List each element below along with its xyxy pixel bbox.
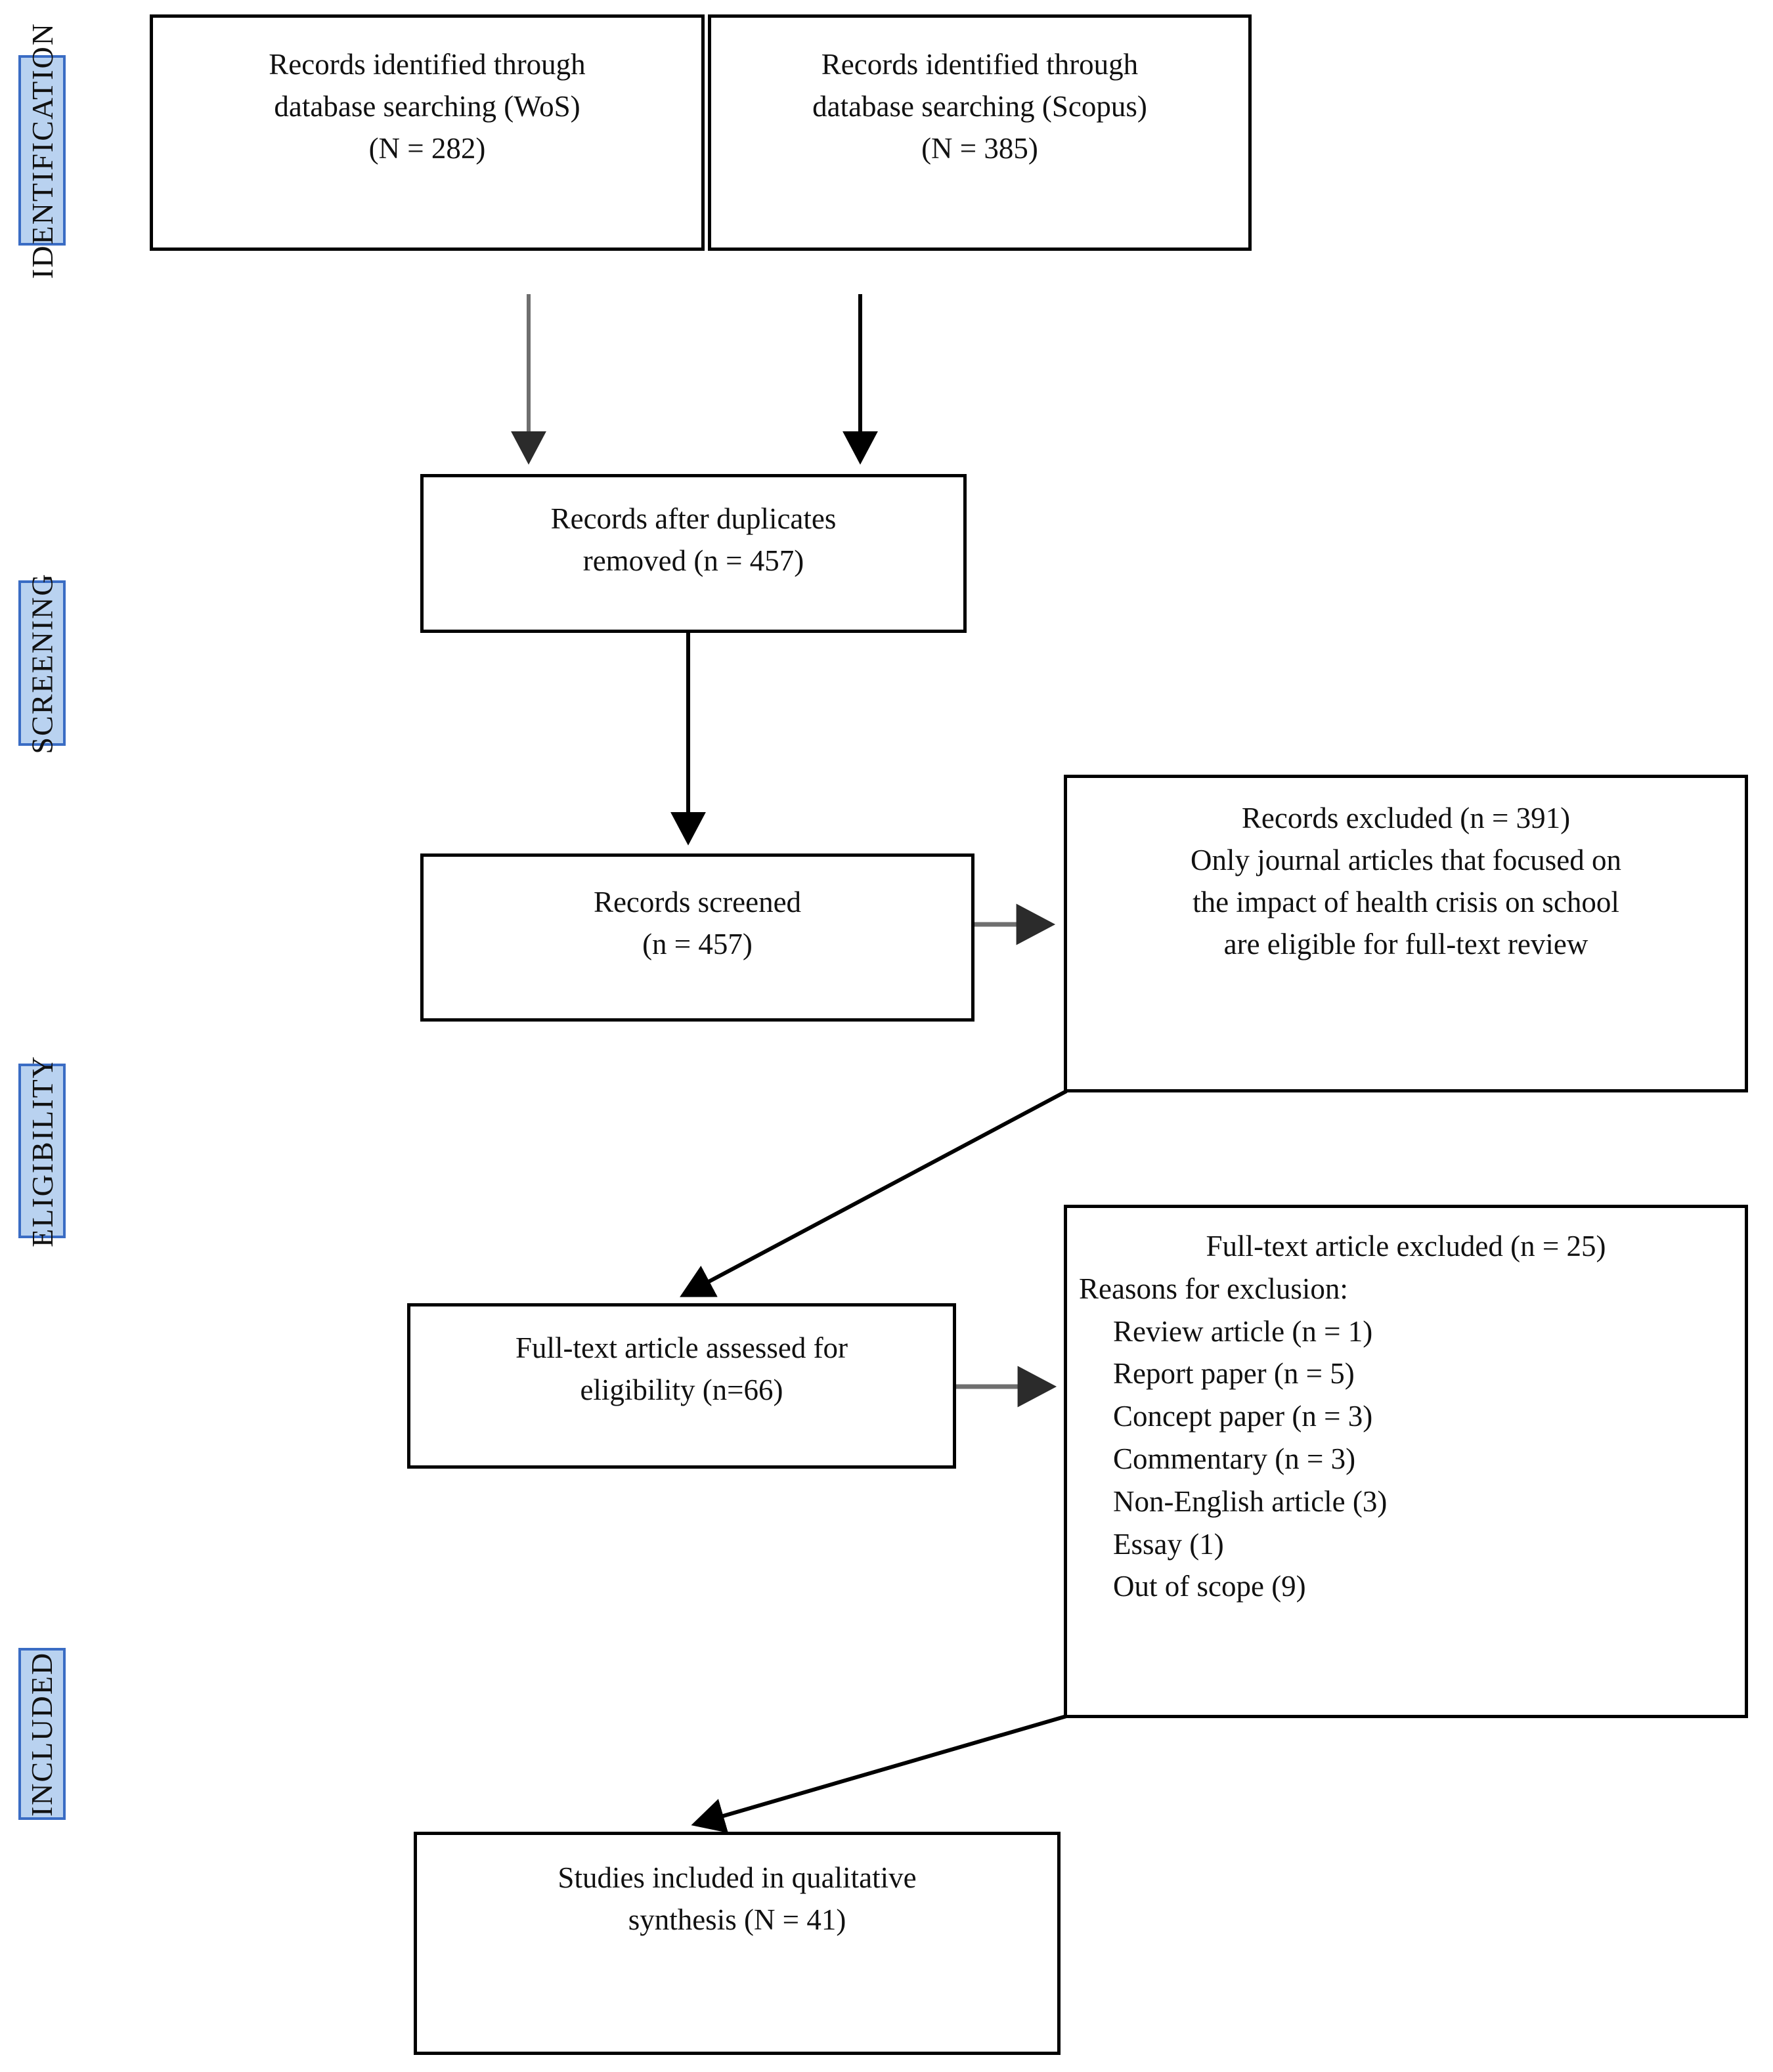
box-fulltext-excluded-title: Full-text article excluded (n = 25) — [1206, 1230, 1606, 1263]
box-records-excluded-count: Records excluded (n = 391) — [1241, 802, 1571, 834]
box-records-excluded: Records excluded (n = 391) Only journal … — [1064, 775, 1748, 1092]
box-assessed-count: eligibility (n=66) — [580, 1373, 783, 1406]
exclusion-reason-item: Out of scope (9) — [1113, 1570, 1306, 1603]
stage-label-screening-text: SCREENING — [25, 572, 59, 754]
box-fulltext-excluded-subtitle: Reasons for exclusion: — [1079, 1272, 1348, 1305]
stage-label-eligibility-text: ELIGIBILITY — [25, 1054, 59, 1247]
box-wos-count: (N = 282) — [368, 131, 486, 165]
stage-label-included-text: INCLUDED — [25, 1651, 59, 1817]
box-included-count: synthesis (N = 41) — [628, 1903, 846, 1936]
box-fulltext-excluded: Full-text article excluded (n = 25) Reas… — [1064, 1205, 1748, 1718]
exclusion-reason-item: Report paper (n = 5) — [1113, 1357, 1355, 1391]
stage-label-eligibility: ELIGIBILITY — [18, 1055, 66, 1247]
exclusion-reason-item: Commentary (n = 3) — [1113, 1442, 1356, 1475]
box-records-excluded-line3: the impact of health crisis on school — [1193, 885, 1619, 918]
stage-label-identification: IDENTIFICATION — [18, 22, 66, 278]
box-records-after-duplicates: Records after duplicates removed (n = 45… — [420, 474, 967, 633]
box-included-line1: Studies included in qualitative — [558, 1861, 917, 1894]
stage-label-identification-text: IDENTIFICATION — [25, 22, 59, 279]
box-scopus-count: (N = 385) — [921, 131, 1038, 165]
box-duplicates-line1: Records after duplicates — [550, 502, 837, 535]
box-scopus-line1: Records identified through — [821, 48, 1139, 81]
box-screened-count: (n = 457) — [642, 927, 753, 960]
exclusion-reason-item: Non-English article (3) — [1113, 1484, 1388, 1518]
box-wos-line2: database searching (WoS) — [274, 89, 580, 123]
exclusion-reason-item: Review article (n = 1) — [1113, 1314, 1373, 1348]
box-scopus-line2: database searching (Scopus) — [812, 89, 1147, 123]
box-wos-line1: Records identified through — [269, 48, 586, 81]
box-fulltext-assessed: Full-text article assessed for eligibili… — [407, 1303, 956, 1469]
box-studies-included: Studies included in qualitative synthesi… — [414, 1832, 1061, 2055]
box-duplicates-count: removed (n = 457) — [582, 544, 804, 577]
box-records-excluded-line4: are eligible for full-text review — [1223, 927, 1588, 960]
exclusion-reason-item: Concept paper (n = 3) — [1113, 1400, 1373, 1433]
box-records-screened: Records screened (n = 457) — [420, 853, 974, 1022]
box-records-identified-wos: Records identified through database sear… — [150, 14, 705, 251]
exclusion-reason-item: Essay (1) — [1113, 1527, 1224, 1561]
stage-label-screening: SCREENING — [18, 572, 66, 754]
stage-label-included: INCLUDED — [18, 1648, 66, 1820]
box-assessed-line1: Full-text article assessed for — [515, 1331, 848, 1364]
box-screened-line1: Records screened — [593, 886, 802, 918]
box-records-identified-scopus: Records identified through database sear… — [708, 14, 1252, 251]
box-records-excluded-line2: Only journal articles that focused on — [1190, 843, 1622, 876]
